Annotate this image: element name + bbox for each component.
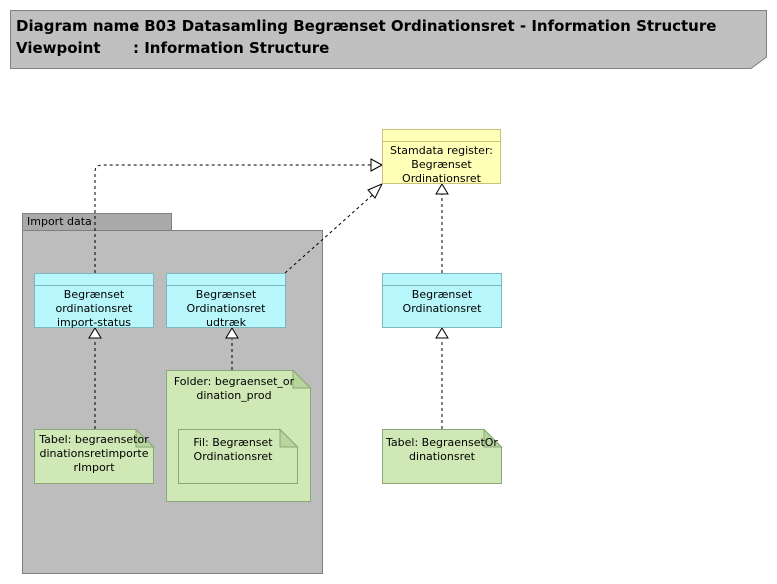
tabel-ordinationsret-label: Tabel: BegraensetOrdinationsret <box>386 436 498 463</box>
stamdata-register-node[interactable]: Stamdata register: Begrænset Ordinations… <box>382 129 501 185</box>
ordinationsret-node[interactable]: Begrænset Ordinationsret <box>382 273 502 328</box>
viewpoint-value: : Information Structure <box>133 39 330 57</box>
fil-node[interactable]: Fil: Begrænset Ordinationsret <box>178 436 288 464</box>
fil-shape <box>178 429 298 484</box>
folder-node[interactable]: Folder: begraenset_ordination_prod <box>168 375 300 403</box>
arrowhead-ordinationsret <box>435 327 449 339</box>
stamdata-register-label: Stamdata register: Begrænset Ordinations… <box>390 144 493 185</box>
arrowhead-import-status <box>88 327 102 339</box>
tabel-ordinationsret-shape <box>382 429 502 484</box>
udtraek-band <box>167 274 285 286</box>
import-status-label: Begrænset ordinationsret import-status <box>55 288 133 329</box>
diagram-name-label: Diagram name <box>16 17 140 35</box>
arrowhead-stamdata-left <box>370 158 384 172</box>
fil-label: Fil: Begrænset Ordinationsret <box>193 436 273 463</box>
arrowhead-udtraek <box>225 327 239 339</box>
arrowhead-stamdata-bottom <box>435 183 449 195</box>
udtraek-label: Begrænset Ordinationsret udtræk <box>186 288 266 329</box>
import-data-package-label: Import data <box>27 215 92 228</box>
diagram-name-value: : B03 Datasamling Begrænset Ordinationsr… <box>133 17 717 35</box>
viewpoint-label: Viewpoint <box>16 39 101 57</box>
tabel-import-node[interactable]: Tabel: begraensetordinationsretimporterI… <box>34 433 154 475</box>
tabel-import-label: Tabel: begraensetordinationsretimporterI… <box>39 433 149 474</box>
udtraek-node[interactable]: Begrænset Ordinationsret udtræk <box>166 273 286 329</box>
ordinationsret-label: Begrænset Ordinationsret <box>402 288 482 315</box>
realization-udtraek-to-stamdata <box>284 190 378 274</box>
ordinationsret-band <box>383 274 501 286</box>
import-status-node[interactable]: Begrænset ordinationsret import-status <box>34 273 154 329</box>
tabel-ordinationsret-node[interactable]: Tabel: BegraensetOrdinationsret <box>382 436 502 464</box>
folder-label: Folder: begraenset_ordination_prod <box>173 375 295 402</box>
stamdata-register-band <box>383 130 500 142</box>
diagram-header-frame <box>10 10 767 69</box>
tabel-import-shape <box>34 429 154 484</box>
arrowhead-stamdata-diagonal <box>367 183 384 199</box>
import-status-band <box>35 274 153 286</box>
import-data-package-tab[interactable]: Import data <box>22 213 172 231</box>
